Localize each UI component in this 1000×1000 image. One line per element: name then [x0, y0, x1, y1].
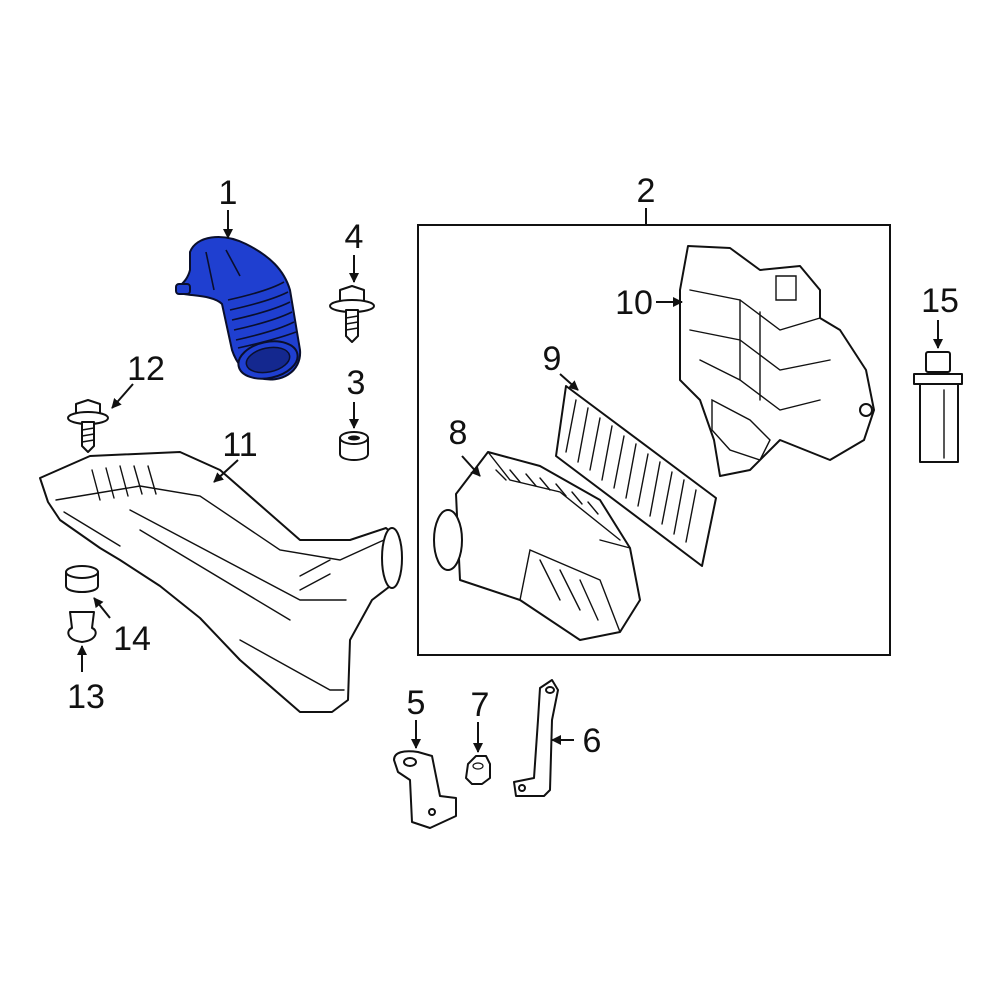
part-14-grommet[interactable] [65, 565, 99, 593]
callout-7: 7 [471, 686, 490, 724]
leader-lines [77, 208, 943, 753]
callout-9: 9 [543, 340, 562, 378]
part-3-grommet[interactable] [339, 431, 369, 461]
callout-15: 15 [921, 282, 959, 320]
part-7-nut[interactable] [465, 755, 491, 785]
part-12-bolt[interactable] [67, 399, 109, 453]
callout-14: 14 [113, 620, 151, 658]
part-15-sensor[interactable] [913, 351, 963, 463]
part-8-air-box-lower[interactable] [433, 451, 641, 641]
callout-3: 3 [347, 364, 366, 402]
part-5-bracket[interactable] [393, 750, 457, 829]
callout-6: 6 [583, 722, 602, 760]
callout-5: 5 [407, 684, 426, 722]
part-4-bolt[interactable] [329, 285, 375, 343]
part-9-filter-element[interactable] [555, 385, 717, 567]
callout-12: 12 [127, 350, 165, 388]
callout-4: 4 [345, 218, 364, 256]
part-1-intake-hose[interactable] [175, 236, 302, 384]
callout-10: 10 [615, 284, 653, 322]
callout-1: 1 [219, 174, 238, 212]
assembly-2-frame [417, 224, 891, 656]
part-11-air-duct[interactable] [39, 451, 403, 713]
part-10-air-box-cover[interactable] [679, 245, 875, 477]
callout-11: 11 [222, 426, 257, 464]
callout-2: 2 [637, 172, 656, 210]
part-13-clip[interactable] [67, 611, 97, 643]
callout-8: 8 [449, 414, 468, 452]
part-6-bracket[interactable] [513, 679, 559, 797]
callout-13: 13 [67, 678, 105, 716]
